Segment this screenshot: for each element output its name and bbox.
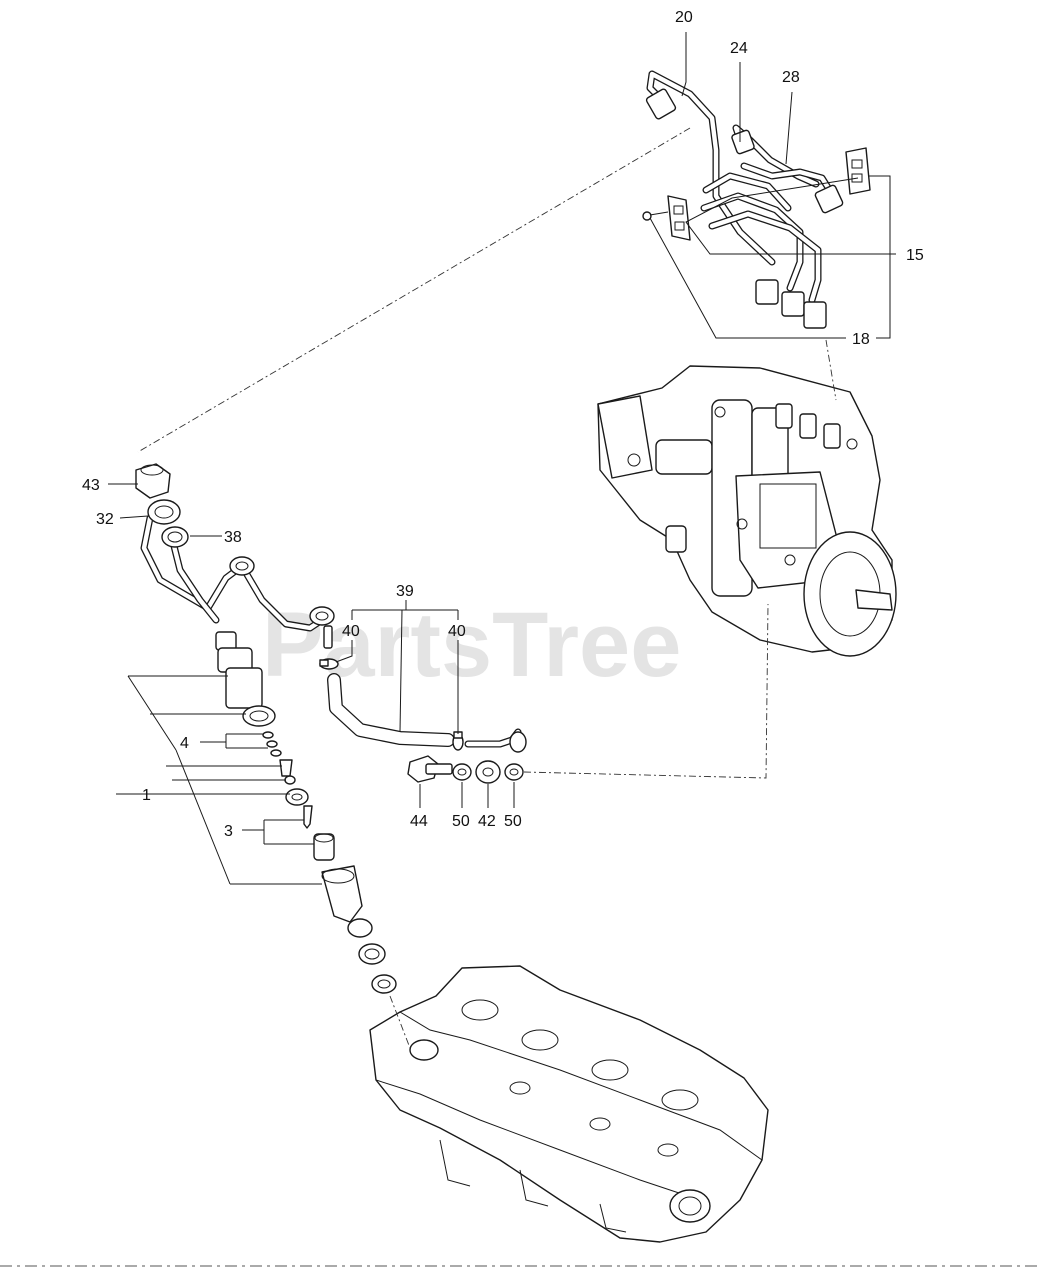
hose-clip-40b [452,731,464,751]
assembly-line [523,603,769,779]
clamp-screw [642,211,669,221]
banjo-42 [475,760,501,784]
callout-20: 20 [675,9,693,26]
callout-18: 18 [852,331,870,348]
drive-flange [803,531,897,657]
return-pipe-fitting [464,728,527,753]
injector-nozzle-assembly [215,631,397,994]
callout-1: 1 [142,787,151,804]
callout-38: 38 [224,529,242,546]
pipe-clamp [667,195,691,241]
injection-pipe-set [642,70,871,329]
callout-4: 4 [180,735,189,752]
return-hose [327,673,455,747]
washer-50a [452,763,472,781]
assembly-line [825,339,837,401]
leak-off-pipe [140,514,335,649]
callout-50-left: 50 [452,813,470,830]
delivery-valve-holder [799,413,817,439]
callout-43: 43 [82,477,100,494]
callout-3: 3 [224,823,233,840]
pipe-nut [803,301,827,329]
nut-43 [135,463,171,499]
assembly-line [137,127,691,453]
callout-40-right: 40 [448,623,466,640]
hose-clip-40a [319,658,339,670]
callout-39: 39 [396,583,414,600]
assembly-line [389,995,411,1049]
callout-42: 42 [478,813,496,830]
pipe-nut [814,184,844,214]
injection-pump [597,365,897,657]
pipe-clamp [845,147,871,195]
cylinder-head [369,965,769,1243]
callout-50-right: 50 [504,813,522,830]
callout-15: 15 [906,247,924,264]
pipe-nut [755,279,779,305]
delivery-valve-holder [823,423,841,449]
delivery-valve-holder [775,403,793,429]
washer-38 [161,526,189,548]
washer-32 [147,499,181,525]
callout-24: 24 [730,40,748,57]
callout-32: 32 [96,511,114,528]
washer-50b [504,763,524,781]
pipe-nut [781,291,805,317]
callout-40-left: 40 [342,623,360,640]
pipe-nut [645,88,677,120]
banjo-bolt-44 [407,755,453,783]
callout-44: 44 [410,813,428,830]
callout-28: 28 [782,69,800,86]
leader-lines [108,32,896,885]
